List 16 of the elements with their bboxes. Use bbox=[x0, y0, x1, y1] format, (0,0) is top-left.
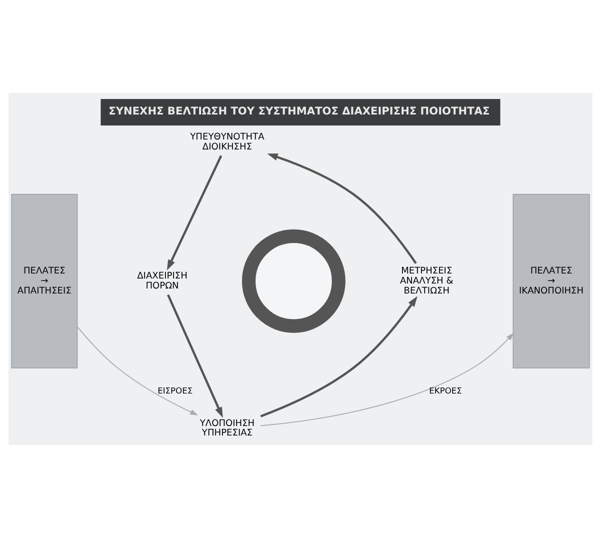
arrow bbox=[166, 155, 222, 270]
node-text: ΜΕΤΡΗΣΕΙΣ ΑΝΑΛΥΣΗ & ΒΕΛΤΙΩΣΗ bbox=[400, 266, 454, 296]
node-circle bbox=[242, 229, 346, 333]
node-text: ΥΛΟΠΟΙΗΣΗ ΥΠΗΡΕΣΙΑΣ bbox=[200, 418, 255, 439]
arrow bbox=[260, 332, 514, 426]
arrow bbox=[76, 326, 198, 416]
diagram-title: ΣΥΝΕΧΗΣ ΒΕΛΤΙΩΣΗ ΤΟΥ ΣΥΣΤΗΜΑΤΟΣ ΔΙΑΧΕΙΡΙΣΗΣ ΠΟΙΟΤΗΤΑΣ bbox=[108, 106, 490, 118]
arrow bbox=[260, 296, 418, 418]
arrow bbox=[167, 294, 223, 418]
node-text: ΥΠΕΥΘΥΝΟΤΗΤΑ ΔΙΟΙΚΗΣΗΣ bbox=[190, 132, 264, 152]
node-box: ΠΕΛΑΤΕΣ → ΑΠΑΙΤΗΣΕΙΣ bbox=[11, 194, 78, 368]
node-box: ΠΕΛΑΤΕΣ → ΙΚΑΝΟΠΟΙΗΣΗ bbox=[512, 194, 590, 368]
arrow bbox=[267, 154, 417, 264]
node-text: ΔΙΑΧΕΙΡΙΣΗ ΠΟΡΩΝ bbox=[137, 272, 188, 292]
edge-label: ΕΙΣΡΟΕΣ bbox=[158, 385, 193, 396]
edge-label: ΕΚΡΟΕΣ bbox=[429, 385, 462, 396]
